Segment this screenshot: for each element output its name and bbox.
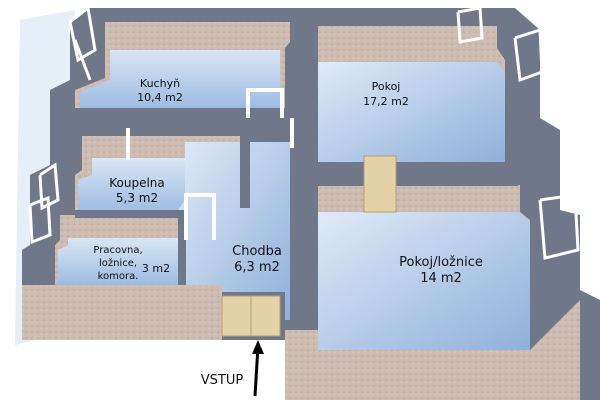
door-frame-kitchen [246,88,284,118]
wall-face-bottom-left [22,285,222,340]
pracovna-line2: ložnice, [99,257,137,269]
door-pokoj [363,155,397,213]
door-frame-bath [184,193,216,240]
koupelna-name: Koupelna [109,176,165,190]
pracovna-line3: komora. [98,271,139,282]
loznice-name: Pokoj/ložnice [399,255,483,270]
entrance-arrow [253,345,260,397]
entrance-label: VSTUP [201,373,244,388]
pracovna-line1: Pracovna, [93,245,142,256]
room-chodba [178,142,290,320]
kitchen-name: Kuchyň [140,77,180,90]
wall-face-bottom-mid [285,330,318,400]
wall-face-bottom-right [318,300,580,400]
pracovna-area: 3 m2 [142,262,170,275]
room-pokoj [318,26,505,162]
room-pracovna [55,215,180,285]
entrance-arrow-head [252,340,264,354]
koupelna-area: 5,3 m2 [116,191,158,205]
windows [28,5,580,260]
room-pokoj-loznice [318,185,530,350]
pokoj-name: Pokoj [372,80,401,93]
chodba-area: 6,3 m2 [234,260,280,275]
pokoj-area: 17,2 m2 [363,95,409,108]
loznice-area: 14 m2 [420,271,462,286]
room-kitchen [75,22,290,108]
kitchen-area: 10,4 m2 [137,91,183,104]
chodba-name: Chodba [232,244,282,259]
